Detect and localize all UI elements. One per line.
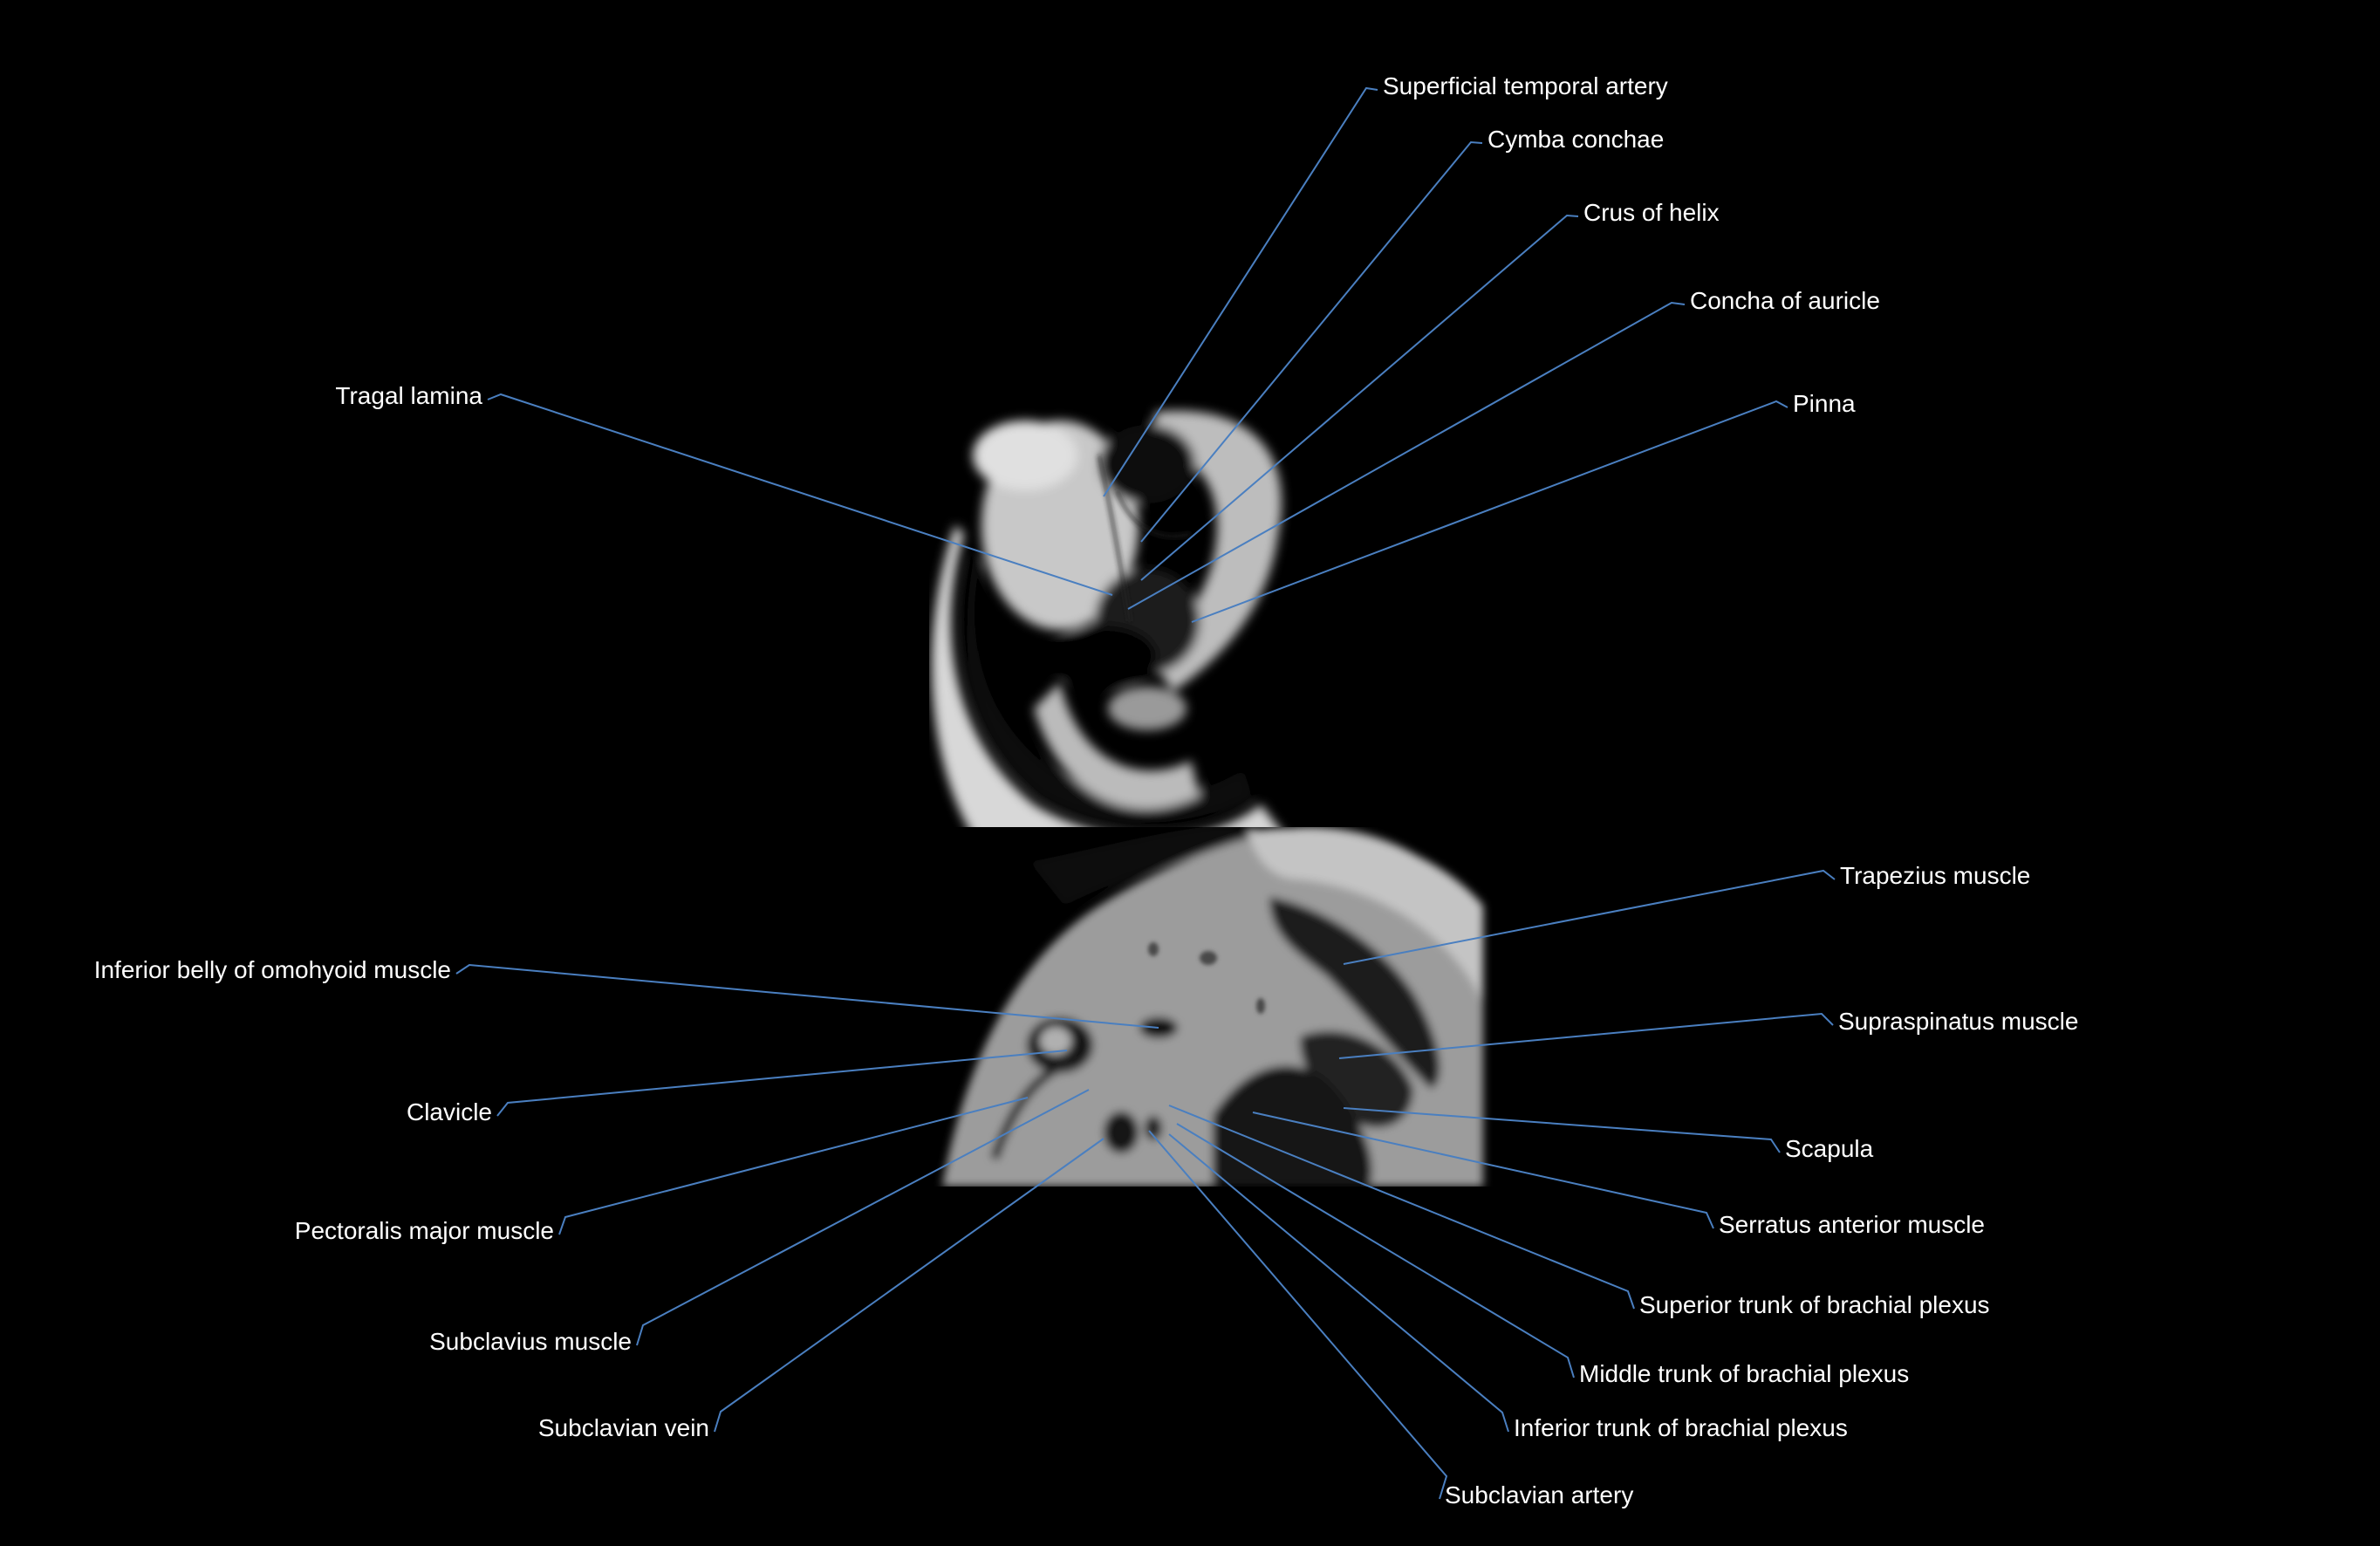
leader-line-serratus-anterior-muscle xyxy=(1252,1112,1714,1229)
label-pectoralis-major-muscle: Pectoralis major muscle xyxy=(294,1217,554,1244)
label-subclavius-muscle: Subclavius muscle xyxy=(429,1328,632,1355)
leader-line-pinna xyxy=(1191,400,1788,623)
label-clavicle: Clavicle xyxy=(406,1098,492,1125)
leader-line-pectoralis-major-muscle xyxy=(558,1097,1029,1235)
label-crus-of-helix: Crus of helix xyxy=(1583,199,1720,226)
mri-shoulder-panel xyxy=(925,827,1527,1187)
label-subclavian-vein: Subclavian vein xyxy=(537,1414,709,1441)
label-tragal-lamina: Tragal lamina xyxy=(335,382,482,409)
leader-line-trapezius-muscle xyxy=(1343,869,1836,965)
label-superficial-temporal-artery: Superficial temporal artery xyxy=(1383,72,1668,99)
leader-line-subclavius-muscle xyxy=(636,1089,1090,1346)
leader-line-cymba-conchae xyxy=(1140,140,1483,543)
label-inferior-belly-omohyoid: Inferior belly of omohyoid muscle xyxy=(93,956,451,983)
leader-line-scapula xyxy=(1343,1107,1781,1153)
leader-line-inferior-trunk-brachial-plexus xyxy=(1168,1133,1509,1433)
label-concha-of-auricle: Concha of auricle xyxy=(1690,287,1880,314)
label-pinna: Pinna xyxy=(1793,390,1856,417)
label-cymba-conchae: Cymba conchae xyxy=(1488,126,1665,153)
leader-line-superficial-temporal-artery xyxy=(1103,86,1378,497)
leader-line-inferior-belly-omohyoid xyxy=(455,963,1159,1029)
label-scapula: Scapula xyxy=(1785,1135,1874,1162)
label-subclavian-artery: Subclavian artery xyxy=(1445,1481,1634,1508)
leader-line-subclavian-vein xyxy=(714,1138,1105,1433)
leader-line-crus-of-helix xyxy=(1140,214,1579,581)
leader-line-supraspinatus-muscle xyxy=(1338,1012,1834,1059)
label-middle-trunk-brachial-plexus: Middle trunk of brachial plexus xyxy=(1579,1360,1910,1387)
label-trapezius-muscle: Trapezius muscle xyxy=(1840,862,2031,889)
leader-line-tragal-lamina xyxy=(487,393,1113,596)
leader-line-concha-of-auricle xyxy=(1127,301,1686,610)
shoulder-mri-image xyxy=(925,827,1527,1187)
leader-line-middle-trunk-brachial-plexus xyxy=(1176,1123,1575,1378)
leader-line-subclavian-artery xyxy=(1148,1130,1448,1500)
label-inferior-trunk-brachial-plexus: Inferior trunk of brachial plexus xyxy=(1514,1414,1848,1441)
label-serratus-anterior-muscle: Serratus anterior muscle xyxy=(1719,1211,1986,1238)
leader-line-superior-trunk-brachial-plexus xyxy=(1168,1105,1635,1310)
leader-line-clavicle xyxy=(496,1050,1068,1117)
label-supraspinatus-muscle: Supraspinatus muscle xyxy=(1838,1008,2079,1035)
label-superior-trunk-brachial-plexus: Superior trunk of brachial plexus xyxy=(1639,1291,1990,1318)
